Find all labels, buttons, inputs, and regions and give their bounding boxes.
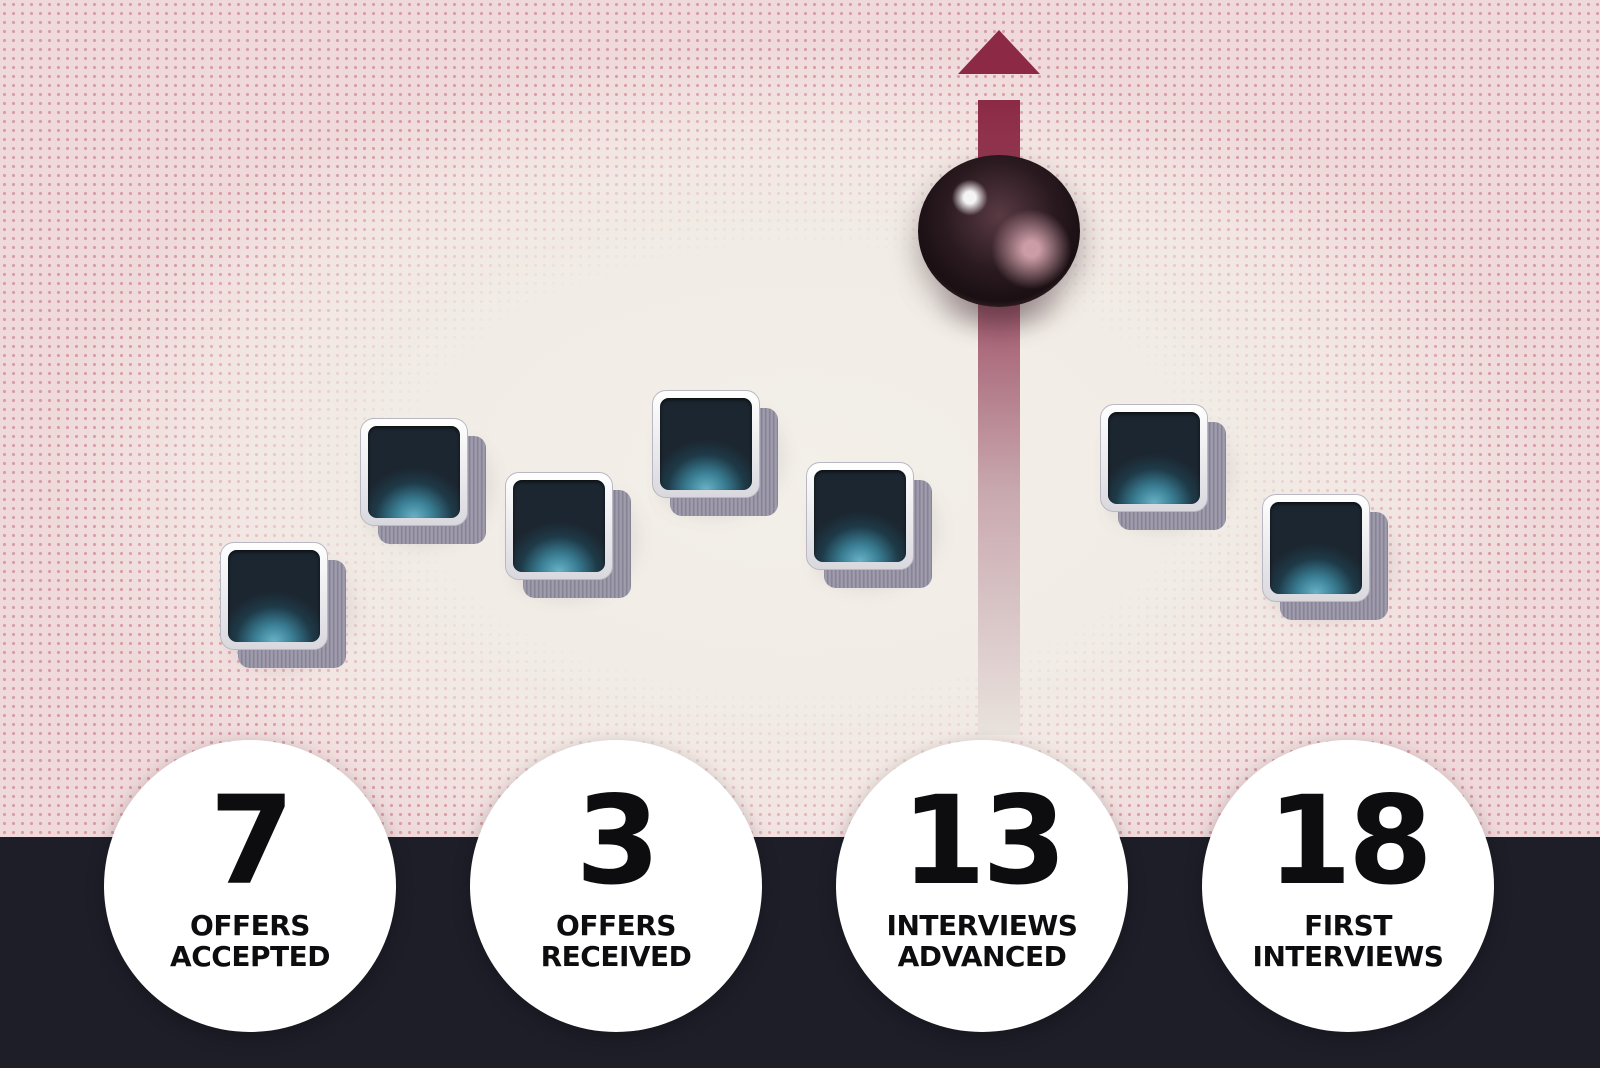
stat-value: 3: [575, 770, 661, 912]
cube-7: [1262, 494, 1406, 632]
cube-6: [1100, 404, 1244, 542]
cube-screen: [228, 550, 320, 642]
stat-offers-received: 3 OFFERS RECEIVED: [470, 740, 762, 1032]
stat-label-line: ADVANCED: [897, 940, 1067, 973]
cube-screen: [513, 480, 605, 572]
cube-screen: [814, 470, 906, 562]
cube-screen: [1108, 412, 1200, 504]
cube-screen: [660, 398, 752, 490]
stat-label-line: OFFERS: [190, 909, 310, 942]
cube-screen: [1270, 502, 1362, 594]
stat-label-line: ACCEPTED: [170, 940, 330, 973]
chrome-ball-icon: [918, 155, 1080, 307]
cube-screen: [368, 426, 460, 518]
stat-label: OFFERS ACCEPTED: [104, 910, 396, 972]
stat-value: 18: [1267, 770, 1433, 912]
cube-5: [806, 462, 950, 600]
stat-label-line: RECEIVED: [540, 940, 692, 973]
stat-label-line: INTERVIEWS: [1252, 940, 1444, 973]
stat-first-interviews: 18 FIRST INTERVIEWS: [1202, 740, 1494, 1032]
stat-interviews-advanced: 13 INTERVIEWS ADVANCED: [836, 740, 1128, 1032]
stat-value: 7: [209, 770, 295, 912]
stat-offers-accepted: 7 OFFERS ACCEPTED: [104, 740, 396, 1032]
stat-label: INTERVIEWS ADVANCED: [836, 910, 1128, 972]
cube-2: [360, 418, 504, 556]
cube-3: [505, 472, 649, 610]
cube-1: [220, 542, 364, 680]
stat-label: FIRST INTERVIEWS: [1202, 910, 1494, 972]
stat-label-line: INTERVIEWS: [886, 909, 1078, 942]
stat-value: 13: [901, 770, 1067, 912]
cube-4: [652, 390, 796, 528]
stat-label-line: FIRST: [1304, 909, 1392, 942]
stat-label-line: OFFERS: [556, 909, 676, 942]
stat-label: OFFERS RECEIVED: [470, 910, 762, 972]
up-arrow-icon: [958, 30, 1040, 74]
